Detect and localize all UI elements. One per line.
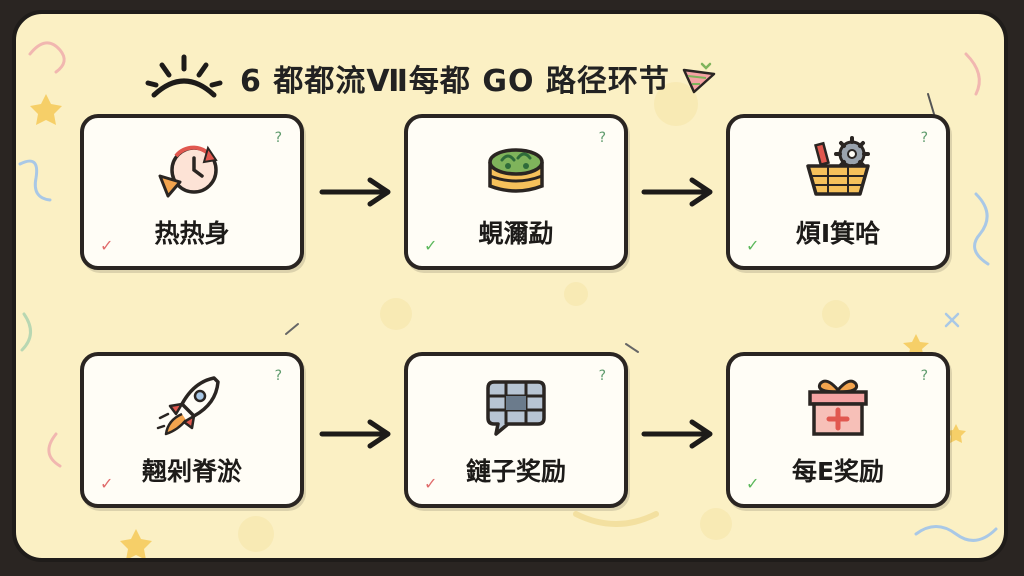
step-label-5: 鏈子奖励 xyxy=(465,457,566,486)
step-label-2: 蜆濔勐 xyxy=(478,219,554,248)
arrow-right-icon xyxy=(319,419,391,449)
basket-gear-icon xyxy=(806,136,870,196)
sunrise-icon xyxy=(145,54,223,98)
step-label-3: 煩I箕哈 xyxy=(795,219,881,248)
step-card-3: 煩I箕哈 ✓ ? xyxy=(726,114,950,270)
step-card-1: 热热身 ✓ ? xyxy=(80,114,304,270)
question-mark-icon: ? xyxy=(274,130,282,146)
step-label-4: 翹剁脊淤 xyxy=(141,457,242,486)
title-row: 6 都都流Ⅶ每都 GO 路径环节 xyxy=(144,50,844,106)
page-title: 6 都都流Ⅶ每都 GO 路径环节 xyxy=(240,64,670,99)
step-label-1: 热热身 xyxy=(154,219,230,248)
check-icon: ✓ xyxy=(424,236,438,255)
step-card-4: 翹剁脊淤 ✓ ? xyxy=(80,352,304,508)
arrow-right-icon xyxy=(319,177,391,207)
question-mark-icon: ? xyxy=(274,368,282,384)
gift-box-icon xyxy=(808,379,868,436)
party-flag-icon xyxy=(682,62,716,94)
step-card-2: 蜆濔勐 ✓ ? xyxy=(404,114,628,270)
check-icon: ✓ xyxy=(746,236,760,255)
check-icon: ✓ xyxy=(746,474,760,493)
arrow-right-icon xyxy=(641,419,713,449)
poster-frame: 6 都都流Ⅶ每都 GO 路径环节 热热身 ✓ ? xyxy=(12,10,1008,562)
step-label-6: 每E奖励 xyxy=(791,457,885,486)
question-mark-icon: ? xyxy=(598,368,606,384)
step-card-5: 鏈子奖励 ✓ ? xyxy=(404,352,628,508)
step-card-6: 每E奖励 ✓ ? xyxy=(726,352,950,508)
check-icon: ✓ xyxy=(424,474,438,493)
arrow-right-icon xyxy=(641,177,713,207)
question-mark-icon: ? xyxy=(920,130,928,146)
question-mark-icon: ? xyxy=(920,368,928,384)
cake-icon xyxy=(488,148,544,193)
chat-grid-icon xyxy=(486,380,546,436)
check-icon: ✓ xyxy=(100,236,114,255)
background-doodles xyxy=(18,41,998,558)
rocket-icon xyxy=(156,376,220,436)
check-icon: ✓ xyxy=(100,474,114,493)
clock-rewind-icon xyxy=(158,145,218,198)
question-mark-icon: ? xyxy=(598,130,606,146)
